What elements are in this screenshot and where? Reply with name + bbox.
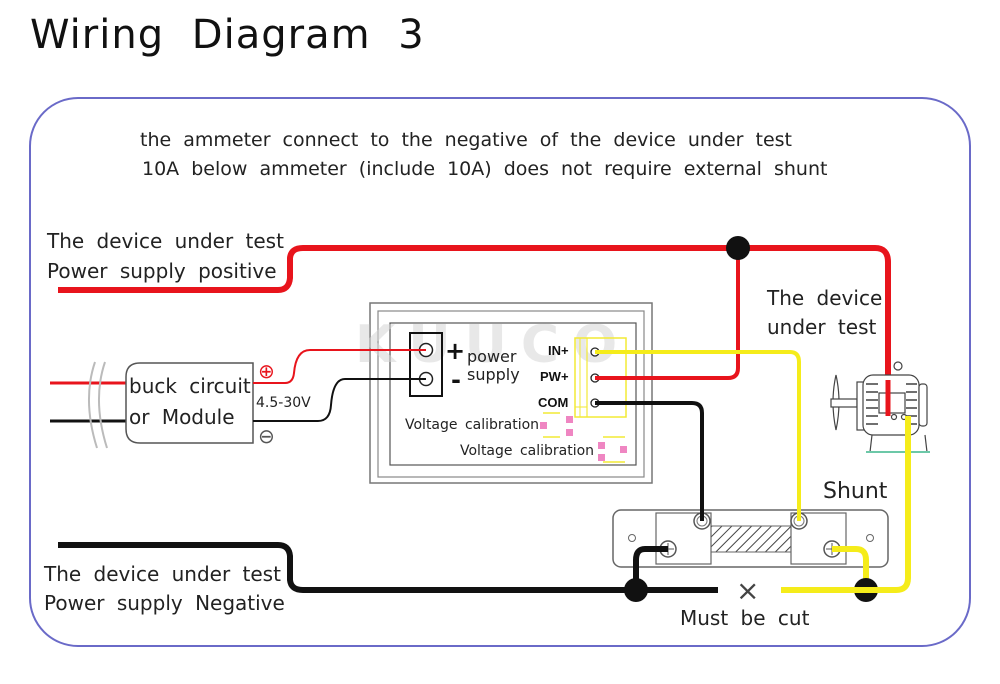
diagram-title: Wiring Diagram 3: [30, 12, 425, 58]
shunt-resistor-element: [710, 525, 792, 553]
positive-supply-wire: [58, 245, 891, 410]
meter-mid-border: [377, 310, 645, 478]
load-junction-dot: [854, 578, 878, 602]
in-plus-wire: [595, 350, 801, 521]
power-terminal-block: [409, 332, 443, 397]
negative-supply-wire: [58, 542, 718, 593]
power-label-2: supply: [467, 365, 520, 384]
voltage-calibration-label-2: Voltage calibration: [460, 443, 594, 459]
voltage-calibration-label-1: Voltage calibration: [405, 417, 539, 433]
note-line-1: the ammeter connect to the negative of t…: [140, 129, 792, 151]
buck-plus-symbol: ⊕: [258, 359, 275, 383]
shunt: [612, 509, 889, 568]
meter: KUUCO + - power supply IN+ PW+ COM Volta…: [355, 302, 653, 484]
note-line-2: 10A below ammeter (include 10A) does not…: [142, 158, 827, 180]
voltage-range-label: 4.5-30V: [256, 395, 311, 411]
diagram-frame: [29, 97, 971, 647]
calibration-pad-2[interactable]: [598, 436, 627, 463]
meter-supply-positive-wire: [253, 349, 426, 384]
wire-break-mark-1: [88, 361, 98, 449]
meter-inner-border: [389, 322, 637, 466]
shunt-label: Shunt: [823, 479, 888, 504]
positive-junction-dot: [726, 236, 750, 260]
watermark: KUUCO: [355, 315, 631, 375]
meter-outer-border: [369, 302, 653, 484]
motor-return-wire: [781, 416, 911, 593]
negative-supply-label-1: The device under test: [43, 562, 281, 586]
cut-mark: ×: [736, 574, 759, 607]
calibration-pad-1[interactable]: [540, 412, 573, 438]
pin-in-label: IN+: [548, 343, 569, 358]
wire-break-mark-2: [98, 361, 108, 449]
positive-supply-label-1: The device under test: [46, 229, 284, 253]
terminal-minus-label: -: [451, 366, 461, 394]
motor-icon: [830, 361, 930, 453]
must-be-cut-label: Must be cut: [680, 606, 810, 630]
meter-supply-negative-wire: [253, 378, 426, 422]
dut-label-2: under test: [767, 315, 876, 339]
com-wire: [595, 401, 704, 521]
buck-module: buck circuit or Module ⊕ ⊖ 4.5-30V: [50, 359, 311, 449]
buck-label-1: buck circuit: [129, 374, 251, 398]
negative-junction-dot: [624, 578, 648, 602]
negative-supply-label-2: Power supply Negative: [44, 591, 285, 615]
pw-plus-wire: [595, 248, 740, 380]
terminal-plus-label: +: [445, 337, 465, 365]
buck-label-2: or Module: [129, 405, 235, 429]
pin-pw-label: PW+: [540, 369, 569, 384]
positive-supply-label-2: Power supply positive: [47, 259, 277, 283]
pin-com-label: COM: [538, 395, 568, 410]
shunt-negative-lead: [633, 546, 668, 590]
buck-module-box: [125, 362, 254, 444]
buck-minus-symbol: ⊖: [258, 424, 275, 448]
power-label-1: power: [467, 347, 517, 366]
dut-label-1: The device: [766, 286, 882, 310]
shunt-load-lead: [832, 546, 869, 590]
